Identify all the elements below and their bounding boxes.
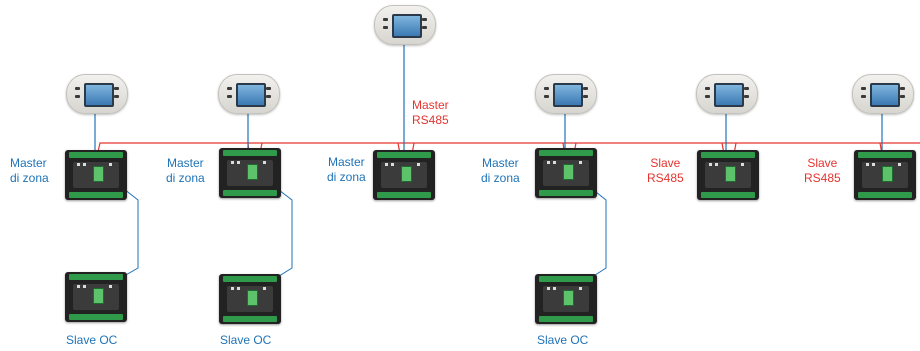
- controller-board-icon: [219, 274, 281, 324]
- label-line: Master: [412, 98, 449, 112]
- slave-rs485-label: Slave RS485: [804, 156, 841, 186]
- label-line: di zona: [327, 170, 366, 184]
- label-line: Master: [328, 155, 365, 169]
- label-line: RS485: [804, 171, 841, 185]
- controller-board-icon: [65, 150, 127, 200]
- label-line: Slave: [650, 156, 681, 170]
- zone-master-label: Master di zona: [166, 156, 205, 186]
- controller-board-icon: [535, 274, 597, 324]
- label-line: Slave: [807, 156, 838, 170]
- master-rs485-label: Master RS485: [412, 98, 449, 128]
- label-line: Slave OC: [220, 333, 272, 347]
- slave-oc-label: Slave OC: [537, 333, 588, 348]
- label-line: Master: [482, 156, 519, 170]
- label-line: RS485: [412, 113, 449, 127]
- slave-rs485-label: Slave RS485: [647, 156, 684, 186]
- user-terminal-icon: [66, 74, 128, 114]
- label-line: Master: [167, 156, 204, 170]
- label-line: RS485: [647, 171, 684, 185]
- label-line: di zona: [481, 171, 520, 185]
- controller-board-icon: [697, 150, 759, 200]
- label-line: di zona: [166, 171, 205, 185]
- controller-board-icon: [535, 148, 597, 198]
- label-line: di zona: [10, 171, 49, 185]
- zone-master-label: Master di zona: [10, 156, 49, 186]
- zone-master-label: Master di zona: [327, 155, 366, 185]
- user-terminal-icon: [374, 5, 436, 45]
- controller-board-icon: [854, 150, 916, 200]
- user-terminal-icon: [218, 74, 280, 114]
- label-line: Slave OC: [537, 333, 589, 347]
- user-terminal-icon: [535, 74, 597, 114]
- controller-board-icon: [219, 148, 281, 198]
- label-line: Slave OC: [66, 333, 118, 347]
- user-terminal-icon: [696, 74, 758, 114]
- slave-oc-label: Slave OC: [66, 333, 117, 348]
- controller-board-icon: [65, 272, 127, 322]
- controller-board-icon: [373, 150, 435, 200]
- user-terminal-icon: [852, 74, 914, 114]
- slave-oc-label: Slave OC: [220, 333, 271, 348]
- zone-master-label: Master di zona: [481, 156, 520, 186]
- label-line: Master: [10, 156, 47, 170]
